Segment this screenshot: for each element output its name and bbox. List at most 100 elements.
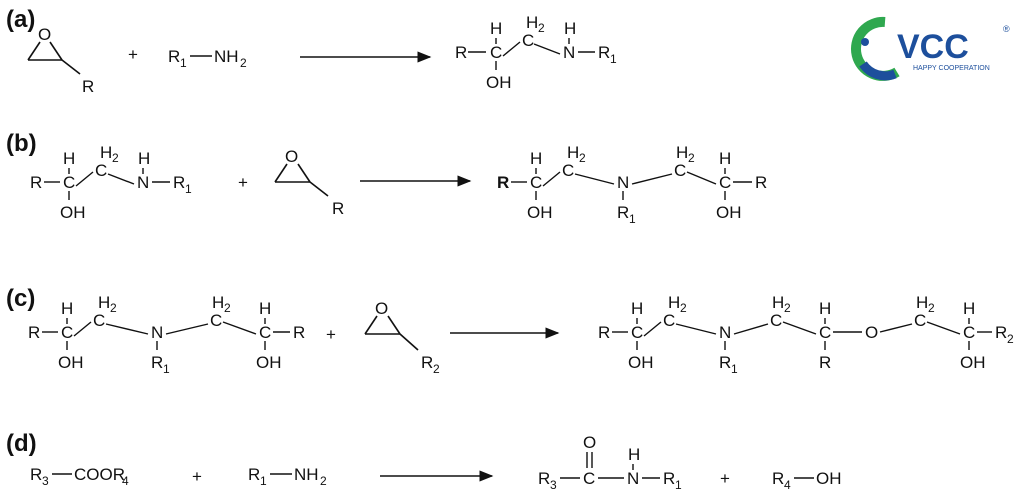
reaction-c: R C H OH C H 2 N R 1 C H 2 C H OH <box>28 293 1014 376</box>
c-react-H1: H <box>61 299 73 318</box>
c-react-R2: R <box>293 323 305 342</box>
vcc-logo-mark: VCC ® HAPPY COOPERATION <box>851 16 1010 81</box>
prod-a-C2: C <box>522 31 534 50</box>
c-react-H2b-sub: 2 <box>224 301 231 315</box>
d-ester-R-sub: 3 <box>42 474 49 488</box>
label-b: (b) <box>6 130 37 157</box>
b-prod-H2b-sub: 2 <box>688 151 695 165</box>
c-prod-H1: H <box>631 299 643 318</box>
plus-a: + <box>128 45 138 64</box>
epoxide-a <box>27 41 81 75</box>
b-prod-C4: C <box>719 173 731 192</box>
d-alcohol-OH: OH <box>816 469 842 488</box>
d-amide-R1: R <box>663 469 675 488</box>
prod-a-H2: H <box>526 13 538 32</box>
c-prod-H4: H <box>819 299 831 318</box>
c-prod-H2b-sub: 2 <box>784 301 791 315</box>
plus-d2: + <box>720 469 730 488</box>
prod-a-H2-sub: 2 <box>538 21 545 35</box>
d-ester-COOR-sub: 4 <box>122 474 129 488</box>
c-react-C4: C <box>259 323 271 342</box>
d-amine-R: R <box>248 465 260 484</box>
b-react-R1: R <box>173 173 185 192</box>
c-prod-OH1: OH <box>628 353 654 372</box>
c-react-NR-sub: 1 <box>163 362 170 376</box>
label-a: (a) <box>6 6 36 33</box>
reaction-b: R C H OH C H 2 N H R 1 + O <box>30 143 767 226</box>
c-react-NR: R <box>151 353 163 372</box>
d-amide-R1-sub: 1 <box>675 478 682 492</box>
plus-c: + <box>326 325 336 344</box>
c-react-OH2: OH <box>256 353 282 372</box>
logo-dot <box>861 38 869 46</box>
amine-a-R-sub: 1 <box>180 56 187 70</box>
epoxide-c-R-sub: 2 <box>433 362 440 376</box>
b-prod-H4: H <box>719 149 731 168</box>
b-prod-OH2: OH <box>716 203 742 222</box>
d-amide-R: R <box>538 469 550 488</box>
epoxide-b-R: R <box>332 199 344 218</box>
b-react-C1: C <box>63 173 75 192</box>
c-react-C3: C <box>210 311 222 330</box>
b-prod-C3: C <box>674 161 686 180</box>
prod-a-OH: OH <box>486 73 512 92</box>
d-amine-NH: NH <box>294 465 319 484</box>
c-react-N: N <box>151 323 163 342</box>
c-prod-R2-sub: 2 <box>1007 332 1014 346</box>
c-react-H4: H <box>259 299 271 318</box>
prod-a-R1-sub: 1 <box>610 52 617 66</box>
epoxide-c-R: R <box>421 353 433 372</box>
c-react-C1: C <box>61 323 73 342</box>
c-react-H2a: H <box>98 293 110 312</box>
c-prod-NR: R <box>719 353 731 372</box>
d-amide-N: N <box>627 469 639 488</box>
prod-a-R: R <box>455 43 467 62</box>
epoxide-c <box>364 315 419 351</box>
b-react-H2-sub: 2 <box>112 151 119 165</box>
prod-a-H1: H <box>490 19 502 38</box>
c-prod-OH2: OH <box>960 353 986 372</box>
reaction-a: O R + R 1 NH 2 R C H OH C H 2 N H <box>27 13 617 96</box>
c-prod-C3: C <box>770 311 782 330</box>
c-prod-R2: R <box>995 323 1007 342</box>
d-amine-NH-sub: 2 <box>320 474 327 488</box>
c-react-C2: C <box>93 311 105 330</box>
c-prod-H2a-sub: 2 <box>680 301 687 315</box>
b-prod-C2: C <box>562 161 574 180</box>
d-alcohol-R: R <box>772 469 784 488</box>
d-amide-H: H <box>628 445 640 464</box>
b-prod-R: R <box>497 173 509 192</box>
b-prod-H2a-sub: 2 <box>579 151 586 165</box>
c-prod-C5: C <box>914 311 926 330</box>
d-ester-R: R <box>30 465 42 484</box>
b-react-H2: H <box>100 143 112 162</box>
b-react-OH: OH <box>60 203 86 222</box>
epoxide-b <box>274 163 329 197</box>
b-prod-C1: C <box>530 173 542 192</box>
c-react-R: R <box>28 323 40 342</box>
b-prod-H1: H <box>530 149 542 168</box>
plus-b: + <box>238 173 248 192</box>
d-amide-R-sub: 3 <box>550 478 557 492</box>
b-prod-H2b: H <box>676 143 688 162</box>
c-prod-O: O <box>865 323 878 342</box>
c-prod-H2b: H <box>772 293 784 312</box>
epoxide-c-O: O <box>375 299 388 318</box>
d-amide-O: O <box>583 433 596 452</box>
epoxide-b-O: O <box>285 147 298 166</box>
c-prod-CR: R <box>819 353 831 372</box>
c-prod-C4: C <box>819 323 831 342</box>
label-d: (d) <box>6 430 37 457</box>
c-prod-H2c: H <box>916 293 928 312</box>
prod-a-NH: H <box>564 19 576 38</box>
c-prod-C6: C <box>963 323 975 342</box>
logo-tagline: HAPPY COOPERATION <box>913 65 990 72</box>
c-prod-C2: C <box>663 311 675 330</box>
b-prod-R2: R <box>755 173 767 192</box>
b-react-R1-sub: 1 <box>185 182 192 196</box>
logo-ring-blue <box>859 61 897 81</box>
c-prod-H2c-sub: 2 <box>928 301 935 315</box>
b-prod-H2a: H <box>567 143 579 162</box>
amine-a-NH: NH <box>214 47 239 66</box>
